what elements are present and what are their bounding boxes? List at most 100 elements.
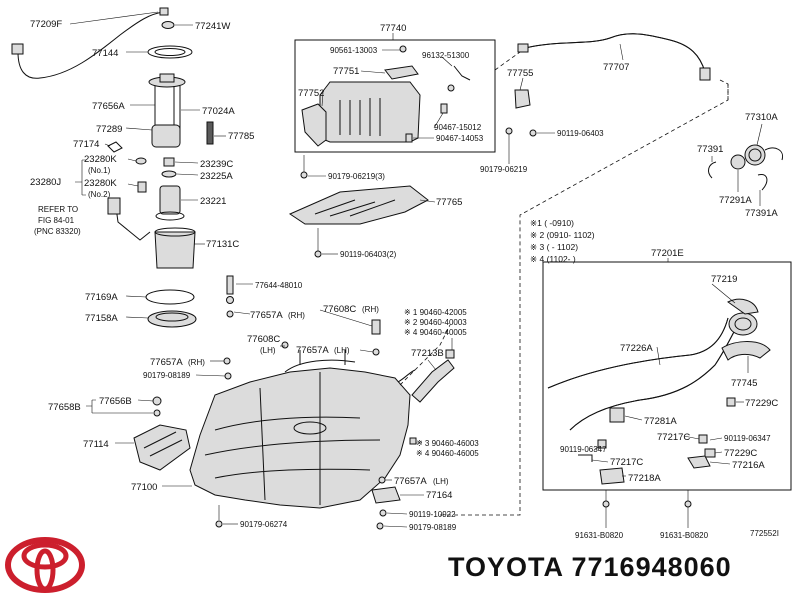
label-77174: 77174	[73, 139, 99, 150]
bracket-77281A	[609, 407, 625, 423]
fuel-pump-assembly	[11, 7, 214, 269]
label-77658B: 77658B	[48, 402, 81, 413]
canister-protector-ribs	[314, 199, 396, 217]
bolt-77644-48010	[226, 275, 234, 295]
bolt-90179-06219b	[505, 127, 513, 135]
bolt-90119-06403	[529, 129, 537, 137]
label-77745: 77745	[731, 378, 757, 389]
retainer-ring-inner	[154, 48, 186, 56]
clip-77656B	[152, 396, 162, 406]
label-77216A: 77216A	[732, 460, 765, 471]
label-90561-13003: 90561-13003	[330, 46, 378, 55]
part-labels: 77209F 77241W 77144 77656A 77024A 77289 …	[30, 19, 779, 540]
label-77229C-2: 77229C	[724, 448, 757, 459]
label-77765: 77765	[436, 197, 462, 208]
label-23280K-2: 23280K	[84, 178, 117, 189]
brand-caption: TOYOTA 7716948060	[448, 552, 732, 582]
label-90119-06403: 90119-06403	[557, 129, 604, 138]
label-refer-pnc: (PNC 83320)	[34, 227, 81, 236]
label-77024A: 77024A	[202, 106, 235, 117]
label-90467-14053: 90467-14053	[436, 134, 484, 143]
label-77158A: 77158A	[85, 313, 118, 324]
pressure-regulator-2	[137, 181, 147, 193]
vent-tube-clamp-77755	[514, 89, 531, 109]
label-77291A: 77291A	[719, 195, 752, 206]
bracket-77218A	[599, 467, 625, 485]
label-90179-06274: 90179-06274	[240, 520, 288, 529]
bolt-91631-left	[602, 500, 610, 508]
fuel-cap-77310A	[744, 144, 766, 166]
label-90179-06219-3: 90179-06219(3)	[328, 172, 385, 181]
filler-protector-77745	[721, 341, 771, 361]
bracket-77216A	[687, 455, 711, 469]
label-77114: 77114	[83, 439, 109, 450]
retainer-77158A	[147, 310, 197, 328]
label-77656B: 77656B	[99, 396, 132, 407]
filler-pipe-group	[542, 258, 792, 528]
label-90460-40003: ※ 2 90460-40003	[404, 318, 467, 327]
canister-box	[294, 39, 496, 153]
bolt-77608C-lh	[281, 341, 289, 349]
label-90119-10922: 90119-10922	[409, 510, 456, 519]
label-77608C-lh-note: (LH)	[260, 346, 276, 355]
variant-notes: ※1 ( -0910) ※ 2 (0910- 1102) ※ 3 ( - 110…	[530, 218, 595, 264]
label-77169A: 77169A	[85, 292, 118, 303]
hose-clip-96132	[453, 65, 471, 81]
clip-77657A-rh-side	[223, 357, 231, 365]
note-1: ※1 ( -0910)	[530, 218, 574, 228]
vent-tube-end	[699, 67, 711, 81]
label-90460-46003: ※ 3 90460-46003	[416, 439, 479, 448]
grommet-77391-left	[708, 161, 717, 179]
label-77219: 77219	[711, 274, 737, 285]
label-77608C-rh: 77608C	[323, 304, 356, 315]
figure-code: 772552I	[750, 529, 779, 538]
label-77100: 77100	[131, 482, 157, 493]
label-77310A: 77310A	[745, 112, 778, 123]
label-77213B: 77213B	[411, 348, 444, 359]
hose-clamp-bottom	[409, 437, 417, 445]
fuel-pump-base	[155, 211, 185, 221]
filler-neck-77219	[728, 312, 758, 336]
clamp-90467-14053	[405, 133, 413, 143]
label-23221: 23221	[200, 196, 226, 207]
canister-ribs	[339, 98, 381, 136]
label-77657A-rh-side-note: (RH)	[188, 358, 205, 367]
label-90460-42005: ※ 1 90460-42005	[404, 308, 467, 317]
label-77657A-rh-top-note: (RH)	[288, 311, 305, 320]
wire-end-connector	[159, 7, 169, 16]
label-77785: 77785	[228, 131, 254, 142]
bolt-90179-08189-top	[224, 372, 232, 380]
label-77608C-lh: 77608C	[247, 334, 280, 345]
bolt-90119-10922	[379, 509, 387, 517]
toyota-logo-icon	[5, 537, 85, 593]
note-2: ※ 2 (0910- 1102)	[530, 230, 595, 240]
bolt-90179-06219	[300, 171, 308, 179]
clip-77174	[107, 141, 123, 153]
label-77218A: 77218A	[628, 473, 661, 484]
label-90460-40005: ※ 4 90460-40005	[404, 328, 467, 337]
label-77657A-rh-top: 77657A	[250, 310, 283, 321]
label-77657A-lh-bottom-note: (LH)	[433, 477, 449, 486]
label-77131C: 77131C	[206, 239, 239, 250]
canister-bracket-77751	[384, 65, 419, 80]
fuel-filter	[151, 124, 181, 148]
label-90119-06403-2: 90119-06403(2)	[340, 250, 397, 259]
bolt-90179-06274	[215, 520, 223, 528]
gauge-stay	[206, 121, 214, 145]
filler-cap-group	[708, 123, 784, 206]
label-91631-B0820-left: 91631-B0820	[575, 531, 624, 540]
sender-gauge	[107, 197, 121, 215]
cap-ring-77291A	[730, 154, 746, 170]
filler-pipe-box	[542, 261, 792, 491]
bolt-90119-06347-left	[597, 439, 607, 449]
label-77657A-rh-side: 77657A	[150, 357, 183, 368]
label-77657A-lh: 77657A	[296, 345, 329, 356]
label-refer-fig: FIG 84-01	[38, 216, 75, 225]
gasket-77169A	[145, 289, 195, 305]
label-90119-06347-left: 90119-06347	[560, 445, 607, 454]
breather-pipe	[569, 319, 741, 431]
clamp-90467-15012	[440, 103, 448, 114]
clamp-77229C-1	[726, 397, 736, 407]
fuel-tank-group	[86, 275, 455, 530]
vent-tube-connector	[517, 43, 529, 53]
